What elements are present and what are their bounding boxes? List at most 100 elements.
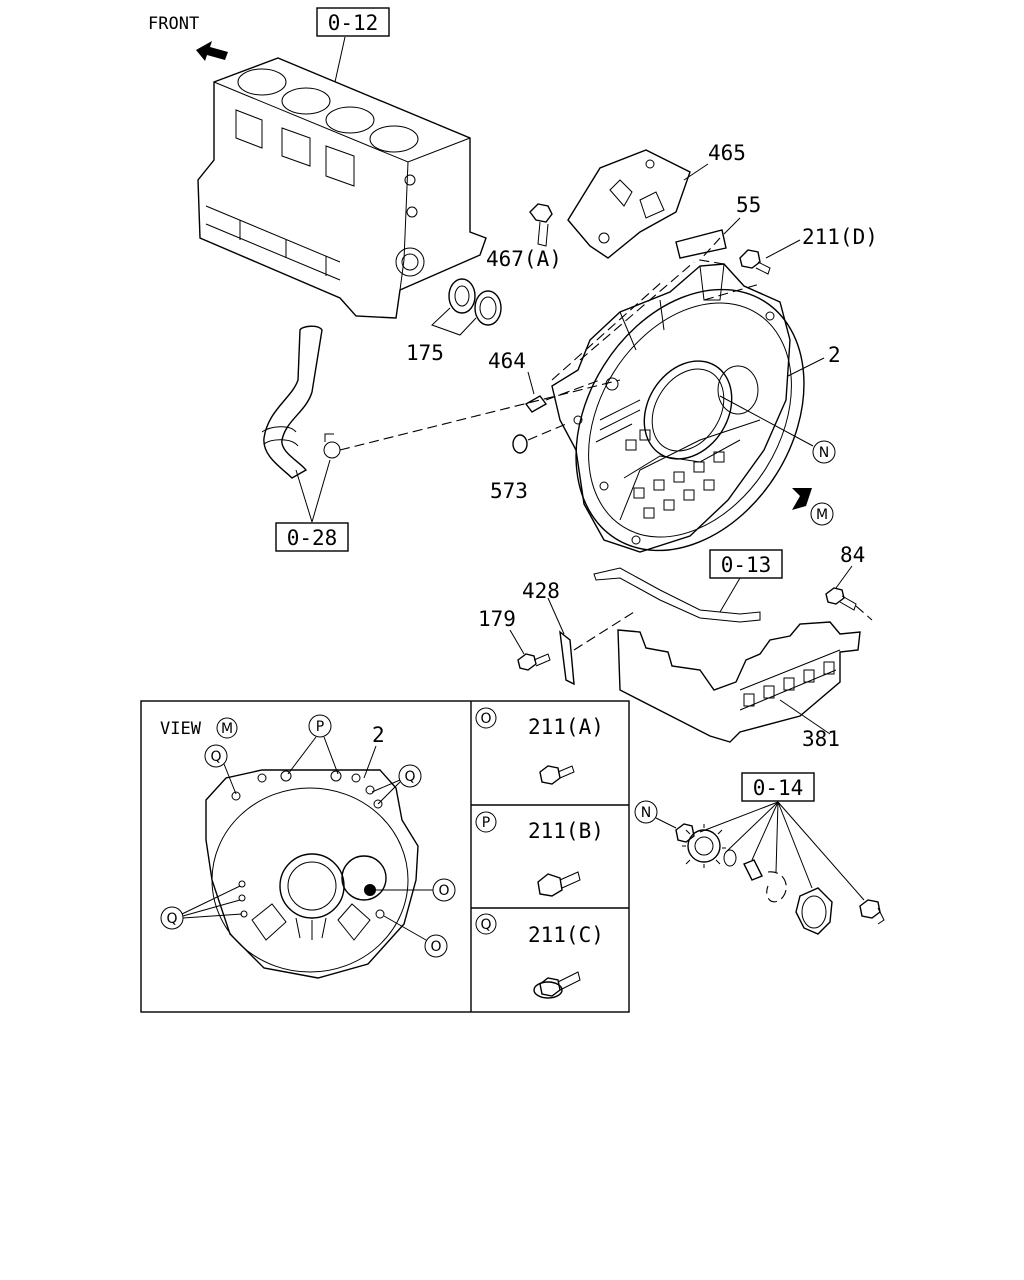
front-arrow-icon — [196, 41, 228, 61]
view-q2-circle — [398, 764, 422, 788]
pad-55 — [675, 229, 727, 259]
view-leader-o2 — [383, 915, 427, 941]
view-marker-m-circle — [216, 717, 238, 739]
assembly-leader-2 — [725, 801, 779, 853]
view-marker-q1: Q — [210, 749, 221, 765]
legend-q-circle — [475, 913, 497, 935]
legend-p-circle — [475, 811, 497, 833]
leader-179 — [509, 629, 525, 655]
part-179: 179 — [478, 607, 516, 631]
ref-0-13: 0-13 — [721, 553, 772, 577]
part-55: 55 — [736, 193, 761, 217]
legend-o-circle — [475, 707, 497, 729]
view-housing — [205, 769, 419, 979]
assembly-dash-lines — [551, 237, 761, 381]
part-465: 465 — [708, 141, 746, 165]
leader-0-28-b — [311, 459, 331, 523]
flywheel-housing-2 — [551, 263, 805, 553]
seal-175 — [431, 278, 502, 336]
part-428: 428 — [522, 579, 560, 603]
ref-0-28: 0-28 — [287, 526, 338, 550]
marker-m-circle — [810, 502, 834, 526]
legend-q-marker: Q — [480, 917, 491, 933]
view-o2-circle — [424, 934, 448, 958]
leader-84 — [835, 565, 853, 589]
assembly-leader-6 — [777, 801, 865, 901]
marker-m: M — [816, 507, 828, 523]
bolt-179 — [517, 653, 551, 671]
idler-gear-assembly — [675, 823, 885, 935]
marker-n-circle — [812, 440, 836, 464]
legend-q-label: 211(C) — [528, 923, 604, 947]
leader-0-12 — [334, 36, 346, 83]
view-leader-q3b — [182, 899, 241, 917]
part-381: 381 — [802, 727, 840, 751]
ref-box-0-13 — [709, 549, 783, 579]
bolt-467a — [529, 203, 553, 247]
engine-block — [197, 57, 487, 319]
view-marker-o2: O — [430, 939, 441, 955]
hose — [261, 325, 341, 479]
view-marker-p: P — [316, 719, 324, 735]
view-leader-p1 — [287, 736, 317, 775]
assembly-leader-4 — [775, 801, 779, 873]
ref-box-0-12 — [316, 7, 390, 37]
legend-p-marker: P — [482, 815, 490, 831]
view-leader-q2a — [371, 779, 401, 793]
leader-428 — [547, 597, 565, 635]
ref-0-14: 0-14 — [753, 776, 804, 800]
leader-465 — [683, 163, 709, 181]
bolt-84 — [825, 587, 857, 611]
view-leader-p2 — [323, 736, 339, 775]
assembly-marker-n: N — [641, 805, 651, 821]
view-leader-q2b — [377, 781, 401, 805]
leader-0-28-a — [295, 469, 313, 523]
legend-o-bolt-icon — [539, 765, 575, 785]
view-leader-q3a — [181, 885, 241, 915]
view-marker-o1: O — [438, 883, 449, 899]
leader-n — [719, 395, 814, 447]
marker-n: N — [819, 445, 829, 461]
view-p-circle — [308, 714, 332, 738]
legend-p-bolt-icon — [537, 871, 581, 897]
bolt-211d — [739, 249, 771, 275]
front-label: FRONT — [148, 14, 199, 34]
cover-381 — [617, 621, 861, 743]
bracket-428 — [559, 630, 575, 686]
view-q1-circle — [204, 744, 228, 768]
view-leader-q1 — [223, 763, 237, 795]
leader-55 — [723, 217, 741, 235]
pin-dash — [545, 379, 601, 401]
ref-box-0-14 — [741, 772, 815, 802]
part-573: 573 — [490, 479, 528, 503]
ref-0-12: 0-12 — [328, 11, 379, 35]
assembly-n-circle — [634, 800, 658, 824]
legend-q-bolt-icon — [533, 971, 581, 999]
legend-o-label: 211(A) — [528, 715, 604, 739]
part-175: 175 — [406, 341, 444, 365]
ref-box-0-28 — [275, 522, 349, 552]
assembly-leader-5 — [777, 801, 813, 889]
assembly-leader-3 — [751, 801, 779, 861]
view-marker-m: M — [221, 721, 233, 737]
seal-dash — [527, 423, 567, 441]
view-marker-q3: Q — [166, 911, 177, 927]
assembly-leader-1 — [699, 801, 779, 833]
legend-o-marker: O — [480, 711, 491, 727]
pin-464 — [524, 395, 548, 413]
part-211d: 211(D) — [802, 225, 878, 249]
bolt-84-dash — [855, 605, 873, 621]
view-marker-q2: Q — [404, 769, 415, 785]
part-467a: 467(A) — [486, 247, 562, 271]
plate-465 — [567, 149, 691, 259]
bracket-dash — [573, 611, 635, 651]
part-84: 84 — [840, 543, 865, 567]
leader-2 — [787, 357, 825, 377]
view-m-panel — [140, 700, 630, 1013]
view-leader-2 — [363, 745, 377, 779]
view-part-2: 2 — [372, 723, 385, 747]
leader-211d — [765, 239, 801, 259]
seal-573 — [512, 434, 528, 454]
legend-p-label: 211(B) — [528, 819, 604, 843]
